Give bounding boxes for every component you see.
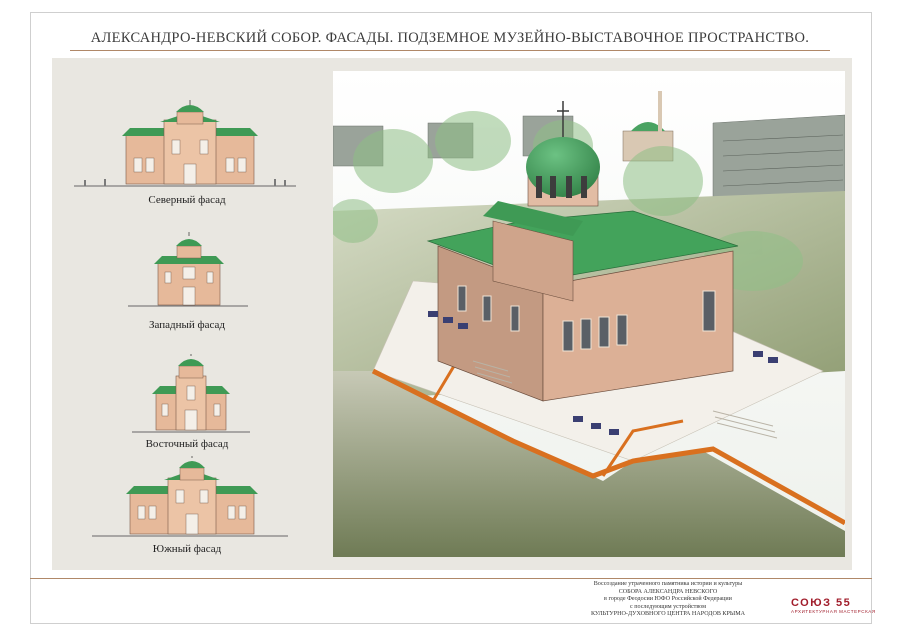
west-facade-drawing	[128, 232, 248, 310]
south-facade-caption: Южный фасад	[152, 543, 222, 555]
logo-wordmark: СОЮЗ 55	[791, 597, 852, 609]
project-line: КУЛЬТУРНО-ДУХОВНОГО ЦЕНТРА НАРОДОВ КРЫМА	[590, 611, 746, 618]
logo-subtitle: АРХИТЕКТУРНАЯ МАСТЕРСКАЯ	[791, 609, 876, 614]
title-divider	[70, 50, 830, 51]
sheet-title: АЛЕКСАНДРО-НЕВСКИЙ СОБОР. ФАСАДЫ. ПОДЗЕМ…	[90, 30, 810, 46]
project-line: Воссоздание утраченного памятника истори…	[593, 581, 743, 587]
studio-logo: СОЮЗ 55 АРХИТЕКТУРНАЯ МАСТЕРСКАЯ	[791, 597, 881, 617]
project-line: в городе Феодосии ЮФО Российской Федерац…	[604, 596, 732, 603]
south-facade-drawing	[92, 456, 288, 540]
sheet-frame	[30, 12, 872, 624]
project-line: с последующим устройством	[630, 603, 706, 610]
project-line: СОБОРА АЛЕКСАНДРА НЕВСКОГО	[618, 588, 718, 595]
east-facade-drawing	[132, 354, 250, 436]
footer-divider	[30, 578, 872, 579]
west-facade-caption: Западный фасад	[148, 319, 226, 331]
north-facade-drawing	[74, 100, 296, 190]
east-facade-caption: Восточный фасад	[145, 438, 229, 450]
cathedral-aerial-render	[333, 71, 845, 557]
north-facade-caption: Северный фасад	[148, 194, 226, 206]
project-description: Воссоздание утраченного памятника истори…	[558, 581, 778, 619]
